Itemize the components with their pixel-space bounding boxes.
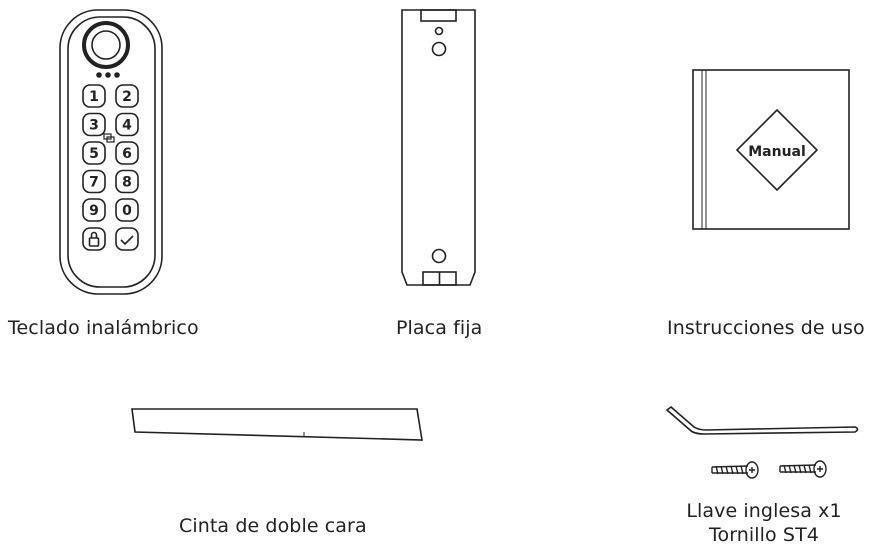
keypad-key-label-2: 2 [122, 89, 132, 105]
keypad-key-7 [82, 169, 106, 194]
manual-label: Instrucciones de uso [667, 317, 865, 339]
tape-label: Cinta de doble cara [179, 515, 367, 537]
keypad-inner-face [67, 16, 156, 288]
instruction-manual-illustration: Manual [692, 69, 850, 230]
indicator-dot-icon [96, 72, 102, 78]
allen-key-illustration [665, 405, 859, 435]
lock-key [82, 227, 106, 251]
keypad-key-label-6: 6 [122, 146, 132, 162]
keypad-key-label-8: 8 [122, 175, 132, 191]
keypad-key-label-7: 7 [89, 175, 99, 191]
plate-top-tab [420, 9, 457, 22]
keypad-key-grid: 1 2 3 4 5 6 7 8 9 0 [82, 84, 139, 222]
screw-icon [779, 460, 827, 478]
mounting-plate-illustration [401, 9, 476, 286]
plate-screw-hole-top [431, 41, 447, 57]
card-reader-icon [103, 133, 115, 143]
keypad-key-0 [115, 198, 139, 222]
keypad-key-9 [82, 198, 106, 222]
tape-edge [131, 408, 136, 433]
tape-strip [131, 408, 423, 441]
fingerprint-sensor-center [91, 30, 121, 60]
keypad-key-1 [82, 84, 106, 108]
plate-outline [401, 9, 476, 286]
keypad-key-label-1: 1 [89, 89, 99, 105]
plate-small-hole [434, 26, 444, 36]
allen-key-icon [665, 405, 859, 435]
keypad-label: Teclado inalámbrico [8, 317, 199, 339]
manual-cover-text: Manual [748, 144, 806, 160]
screw-icon [711, 461, 759, 479]
keypad-outer-shell [59, 9, 163, 295]
tools-label-line2: Tornillo ST4 [709, 524, 819, 546]
manual-diamond-icon [735, 108, 819, 192]
plate-screw-hole-bottom [431, 248, 447, 264]
keypad-key-label-9: 9 [89, 203, 99, 219]
keypad-key-label-4: 4 [122, 118, 132, 134]
confirm-key [115, 227, 139, 251]
keypad-key-2 [115, 84, 139, 108]
indicator-dot-icon [114, 72, 120, 78]
fingerprint-sensor-icon [82, 21, 130, 69]
keypad-key-3 [82, 112, 106, 137]
screws-illustration [711, 460, 827, 479]
double-sided-tape-illustration [131, 408, 423, 441]
manual-cover [692, 69, 850, 230]
keypad-key-label-3: 3 [89, 118, 99, 134]
plate-label: Placa fija [396, 317, 483, 339]
keypad-key-label-5: 5 [89, 146, 99, 162]
wireless-keypad-illustration: 1 2 3 4 5 6 7 8 9 0 [59, 9, 163, 295]
indicator-dot-icon [105, 72, 111, 78]
keypad-key-label-0: 0 [122, 203, 132, 219]
lock-icon [88, 231, 100, 247]
keypad-key-5 [82, 141, 106, 165]
keypad-key-8 [115, 169, 139, 194]
tools-label-line1: Llave inglesa x1 [686, 500, 842, 522]
check-icon [120, 235, 134, 246]
keypad-key-4 [115, 112, 139, 137]
keypad-key-6 [115, 141, 139, 165]
